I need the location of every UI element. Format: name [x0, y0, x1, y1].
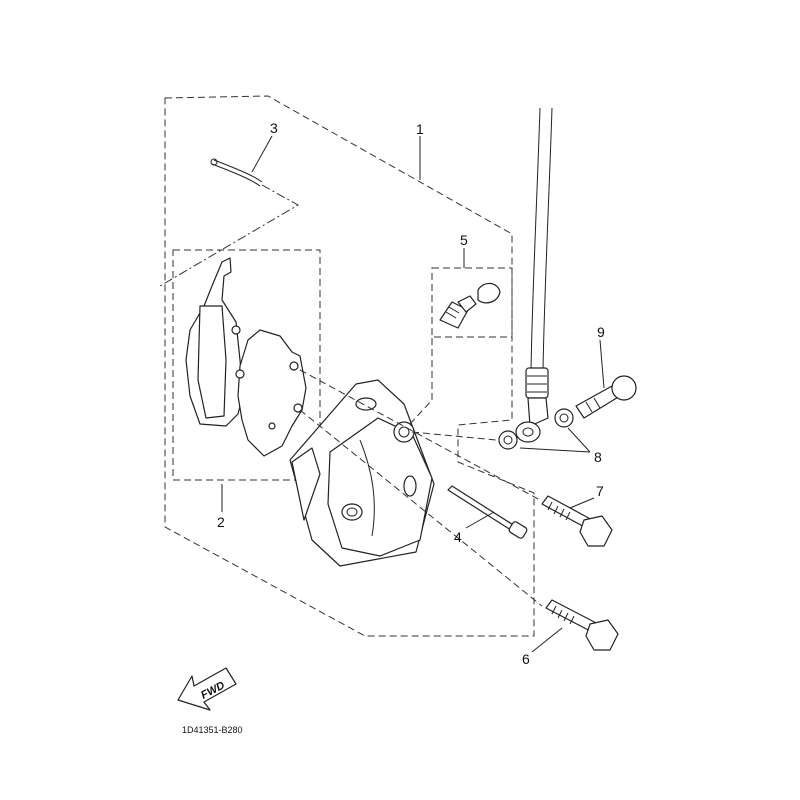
caliper-body: [289, 379, 435, 567]
copper-washers-8: [498, 408, 574, 450]
brake-hose: [515, 107, 553, 443]
pad-pin: [447, 485, 528, 539]
cotter-pin: [210, 158, 263, 187]
callout-3: 3: [270, 120, 278, 136]
bleeder-boundary-5: [431, 267, 513, 338]
bolt-7: [541, 495, 613, 547]
assembly-boundary-1: [164, 95, 535, 637]
fwd-arrow-icon: FWD: [177, 667, 237, 711]
bleeder-screw: [439, 282, 501, 329]
callout-9: 9: [597, 324, 605, 340]
callout-4: 4: [454, 529, 462, 545]
brake-pad-set: [185, 257, 307, 457]
callout-leaders: [221, 135, 605, 653]
callout-6: 6: [522, 651, 530, 667]
callout-8: 8: [594, 449, 602, 465]
union-bolt-9: [575, 375, 637, 419]
pin-leader-3: [159, 184, 300, 287]
callout-5: 5: [460, 232, 468, 248]
callout-1: 1: [416, 121, 424, 137]
alignment-lines: [299, 337, 543, 607]
drawing-code: 1D41351-B280: [182, 725, 243, 735]
bolt-6: [545, 599, 619, 651]
callout-7: 7: [596, 483, 604, 499]
callout-2: 2: [217, 514, 225, 530]
